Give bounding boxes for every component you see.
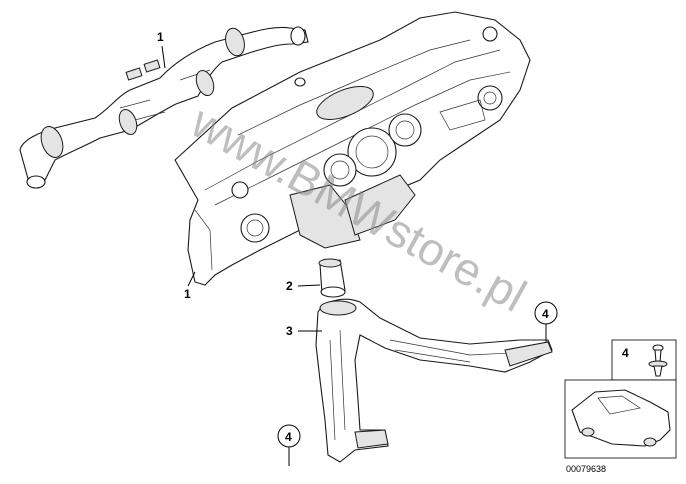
- diagram-id: 00079638: [566, 464, 606, 474]
- inset-rivet: [611, 339, 677, 381]
- callout-label: 1: [184, 287, 191, 301]
- air-duct-lower: [315, 298, 553, 463]
- callout-3: 3: [286, 324, 322, 338]
- callout-4-circled-right: 4: [534, 301, 558, 342]
- callout-1b: 1: [184, 271, 196, 301]
- callout-label: 2: [286, 279, 293, 293]
- callout-2: 2: [286, 279, 321, 293]
- inset-car: [564, 379, 677, 459]
- callout-4-circled-bottom: 4: [277, 424, 301, 466]
- callout-4-inset: 4: [622, 346, 629, 360]
- callout-label: 4: [622, 346, 629, 360]
- dashboard: [174, 11, 531, 286]
- duct-connector: [318, 258, 346, 298]
- air-duct-upper: [19, 26, 309, 189]
- callout-1: 1: [157, 30, 166, 69]
- callout-label: 4: [285, 430, 292, 444]
- callout-label: 4: [542, 307, 549, 321]
- callout-label: 1: [157, 30, 164, 44]
- callout-label: 3: [286, 324, 293, 338]
